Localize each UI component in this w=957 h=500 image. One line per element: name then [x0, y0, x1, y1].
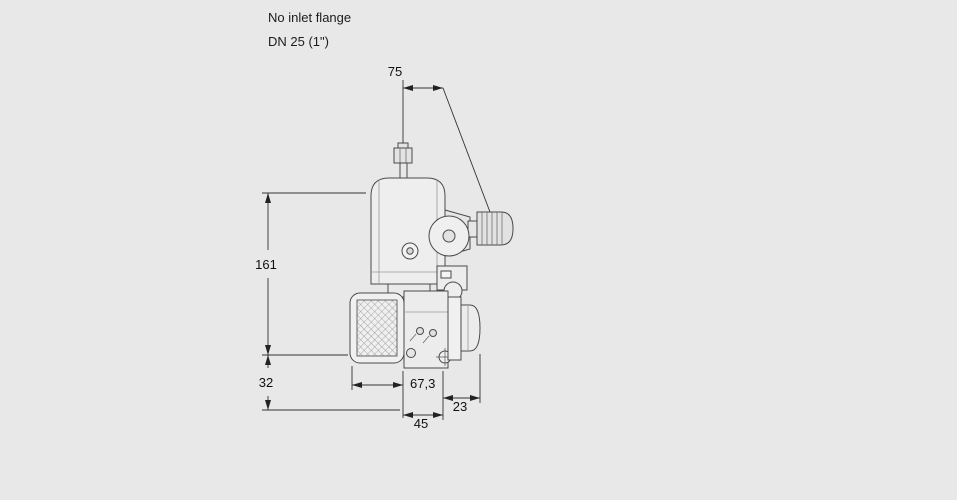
valve-body	[403, 290, 454, 369]
note-line-dn: DN 25 (1")	[268, 34, 329, 49]
dimension-labels: 75 161 32 67,3 23 45	[255, 64, 467, 431]
test-point-screw	[416, 327, 424, 335]
dim-67-3	[351, 366, 404, 418]
dim-32	[262, 355, 400, 411]
dim-23-label: 23	[453, 399, 467, 414]
dim-75-label: 75	[388, 64, 402, 79]
dim-75	[402, 80, 491, 213]
test-point-screw	[429, 329, 437, 337]
dim-67-3-label: 67,3	[410, 376, 435, 391]
valve-illustration	[349, 142, 514, 369]
dim-161-label: 161	[255, 257, 277, 272]
dim-32-label: 32	[259, 375, 273, 390]
inlet-screen-flange	[349, 292, 405, 364]
outlet-connection	[447, 296, 481, 361]
dimension-lines	[262, 80, 491, 420]
dim-23	[442, 354, 481, 420]
dim-45-label: 45	[414, 416, 428, 431]
note-line-flange: No inlet flange	[268, 10, 352, 25]
dim-161	[262, 192, 366, 356]
top-connector-nut	[393, 142, 413, 179]
configuration-note: No inlet flange DN 25 (1")	[268, 6, 351, 54]
strainer-mesh	[356, 299, 398, 357]
solenoid-actuator	[370, 177, 470, 285]
